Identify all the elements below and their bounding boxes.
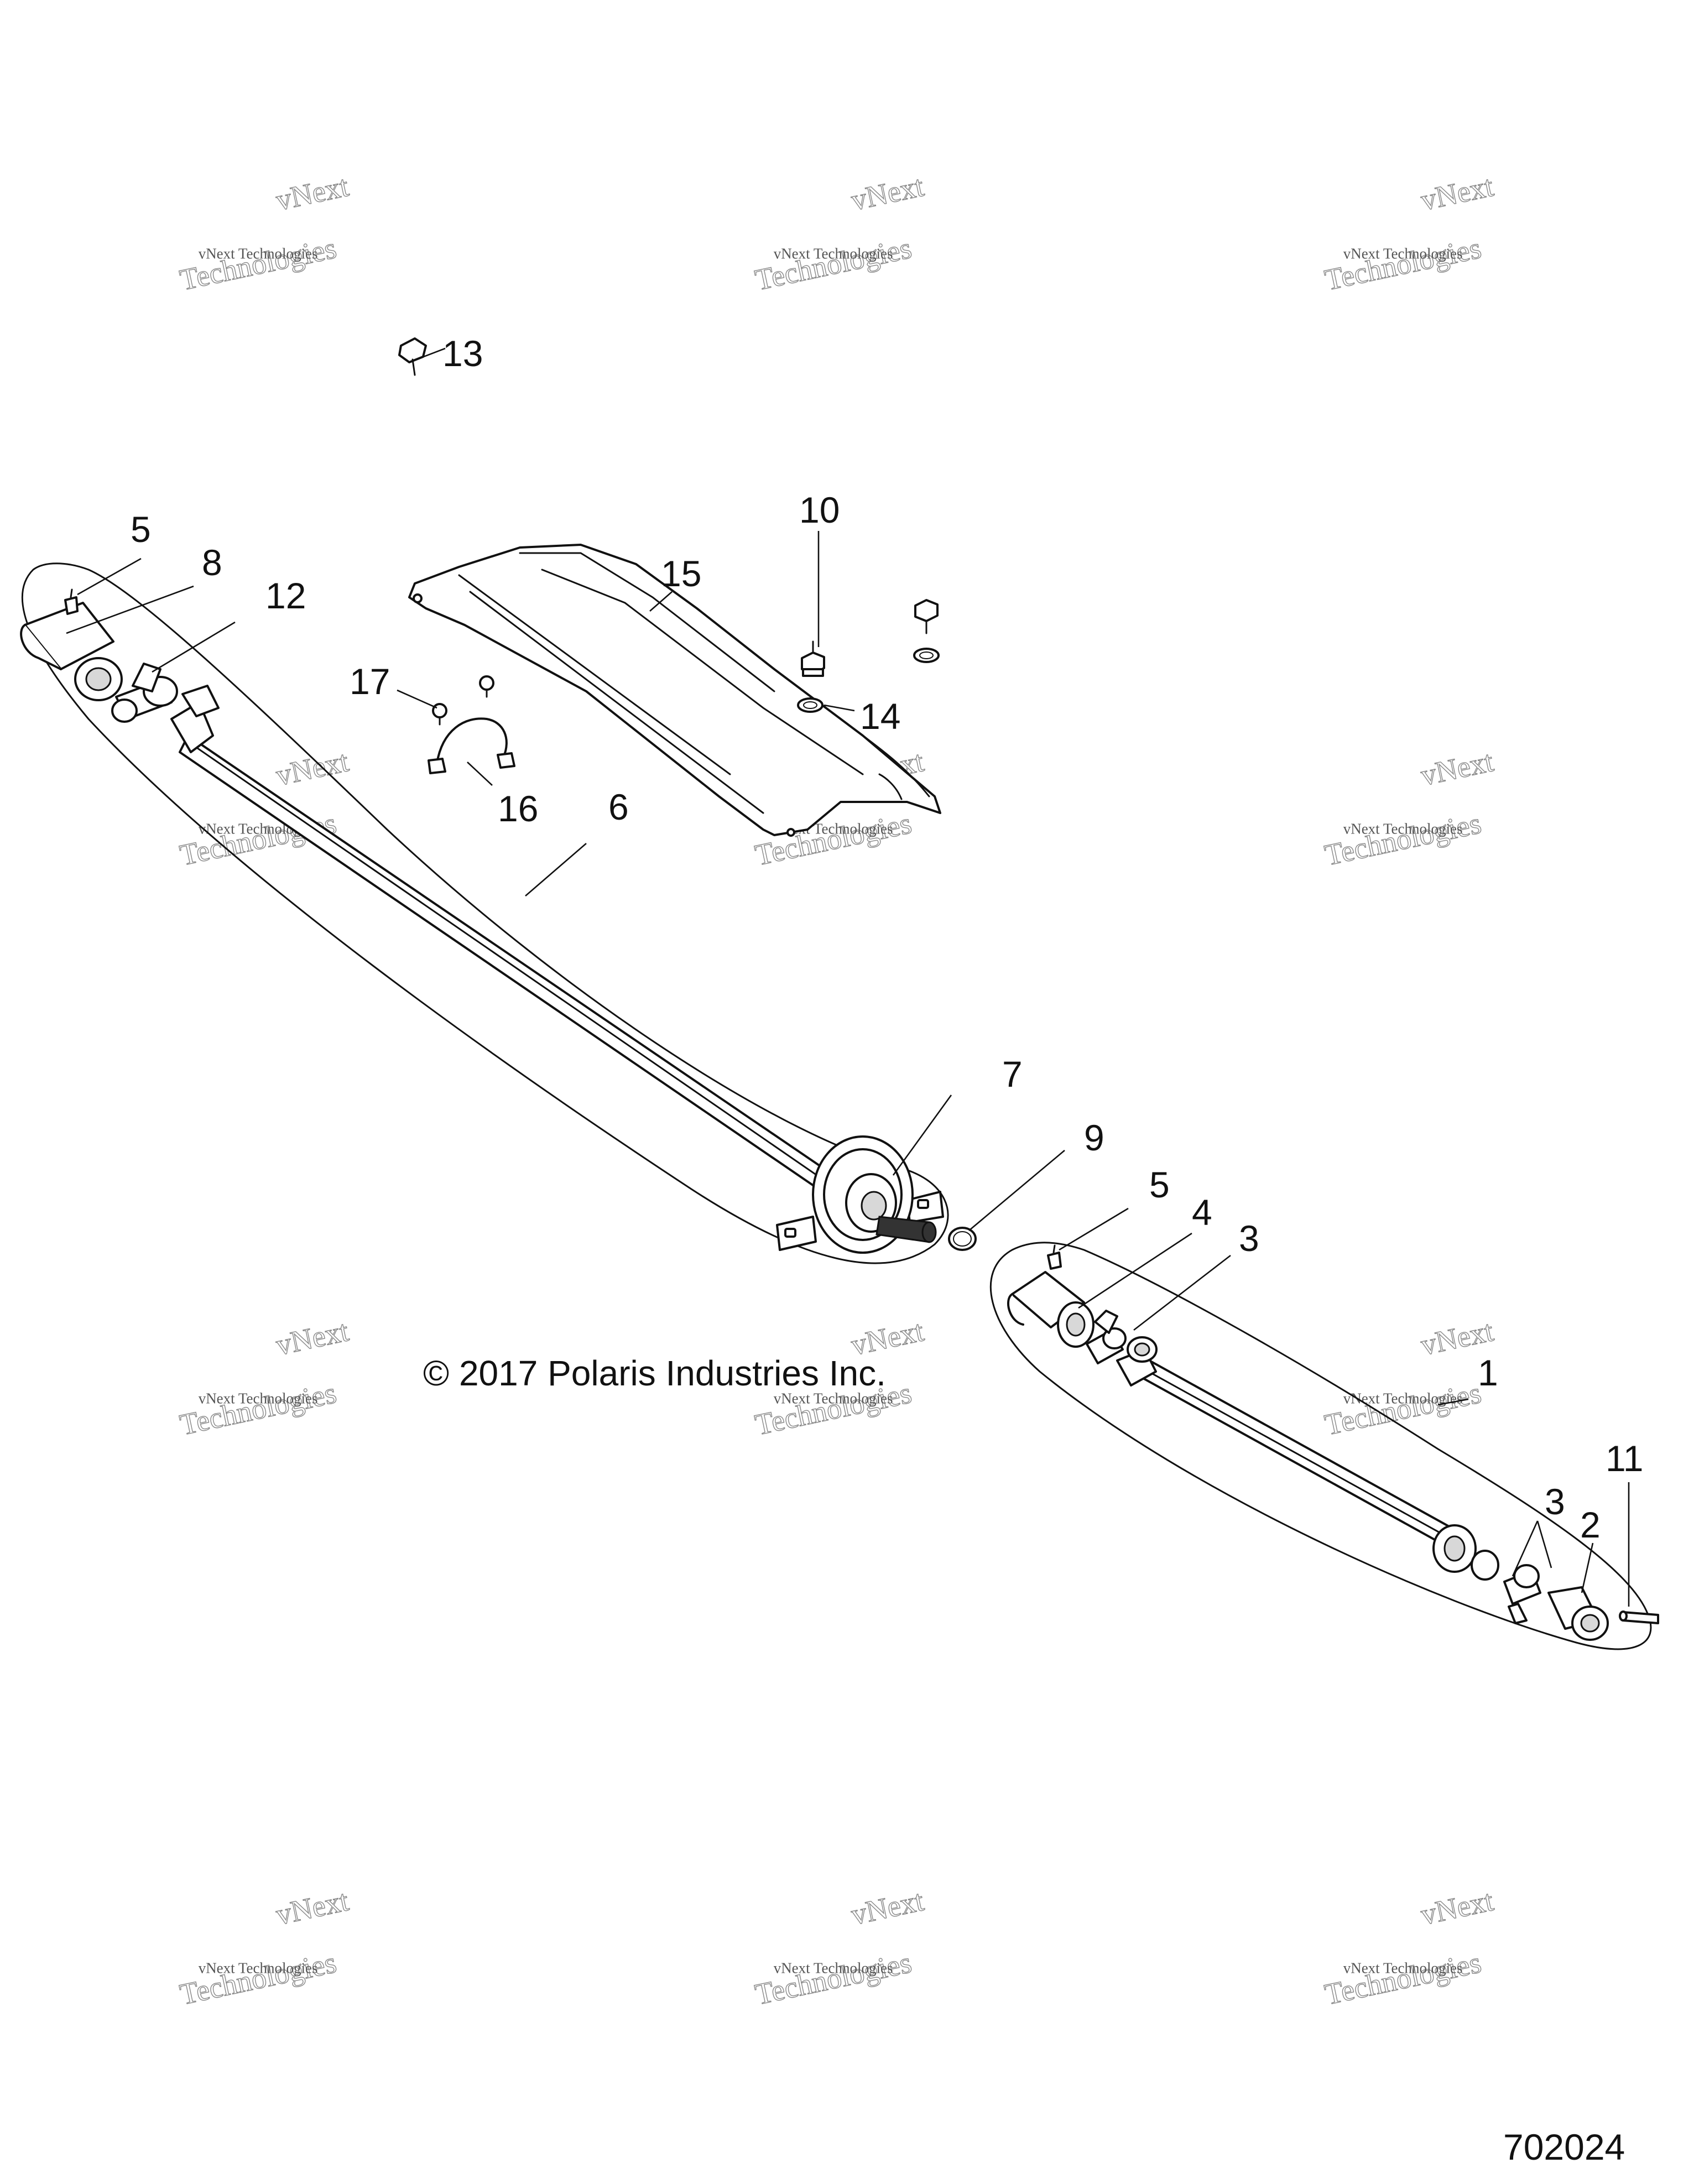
- roll-pin: [1619, 1610, 1659, 1624]
- watermark-technologies: Technologies: [1322, 806, 1484, 872]
- callout-10: 10: [799, 489, 840, 530]
- callout-14: 14: [860, 696, 900, 737]
- bolt-10-b: [914, 599, 939, 634]
- watermark-technologies: Technologies: [1322, 1946, 1484, 2011]
- clamp-16: [428, 717, 515, 774]
- watermark-vnext: vNext: [848, 1884, 927, 1931]
- snap-ring: [948, 1227, 977, 1251]
- screw-17-b: [479, 675, 494, 698]
- watermark-vnext-technologies: vNext Technologies: [1343, 821, 1463, 837]
- watermark-technologies: Technologies: [177, 231, 339, 296]
- callout-2: 2: [1580, 1504, 1601, 1545]
- callout-9: 9: [1084, 1117, 1104, 1158]
- watermark-vnext: vNext: [273, 1884, 352, 1931]
- watermark-vnext-technologies: vNext Technologies: [199, 246, 318, 262]
- watermark-vnext-technologies: vNext Technologies: [774, 1960, 893, 1977]
- watermark-vnext-technologies: vNext Technologies: [774, 1390, 893, 1407]
- rear-slip-yoke: [1007, 1271, 1095, 1348]
- bolt-10: [801, 640, 825, 677]
- rear-shaft-yoke-front: [1116, 1336, 1158, 1386]
- center-bearing: [776, 1135, 944, 1254]
- watermark-vnext: vNext: [1418, 169, 1497, 217]
- washer-14: [797, 697, 824, 713]
- callout-4: 4: [1192, 1192, 1212, 1233]
- callout-16: 16: [498, 788, 538, 829]
- watermark-vnext-technologies: vNext Technologies: [774, 246, 893, 262]
- watermark-technologies: Technologies: [1322, 231, 1484, 296]
- callout-15: 15: [661, 553, 701, 594]
- watermark-technologies: Technologies: [752, 1946, 914, 2011]
- watermark-vnext-technologies: vNext Technologies: [1343, 246, 1463, 262]
- watermark-vnext-technologies: vNext Technologies: [199, 1390, 318, 1407]
- u-joint-cross-rear-2: [1503, 1564, 1541, 1624]
- grease-fitting-rear: [1047, 1244, 1062, 1270]
- callout-13: 13: [442, 333, 483, 374]
- slip-yoke: [20, 602, 123, 701]
- callout-8: 8: [202, 542, 222, 583]
- rear-prop-shaft: [1130, 1354, 1450, 1544]
- grease-fitting-top: [64, 588, 79, 615]
- assembly-outline-rear-shaft: [989, 1242, 1652, 1650]
- callout-11: 11: [1606, 1438, 1644, 1479]
- splined-stub-shaft: [875, 1216, 937, 1243]
- callout-7: 7: [1002, 1054, 1023, 1094]
- watermark-vnext: vNext: [273, 169, 352, 217]
- callout-labels: 13 10 15 14 17 16 5 8 12 6 7 9 5 4 3 1 1…: [131, 333, 1644, 1545]
- callout-12: 12: [265, 575, 306, 616]
- watermark-vnext: vNext: [848, 169, 927, 217]
- watermark-technologies: Technologies: [752, 231, 914, 296]
- end-yoke: [1547, 1586, 1609, 1641]
- callout-3-lower: 3: [1545, 1481, 1565, 1522]
- watermark-technologies: Technologies: [177, 1376, 339, 1441]
- assembly-outline-front-shaft: [21, 562, 949, 1264]
- u-joint-cross-front: [111, 663, 178, 723]
- copyright-notice: © 2017 Polaris Industries Inc.: [423, 1353, 886, 1393]
- watermark-technologies: Technologies: [177, 1946, 339, 2011]
- watermark-vnext: vNext: [1418, 1884, 1497, 1931]
- front-shaft-yoke: [170, 685, 220, 753]
- callout-6: 6: [608, 786, 629, 827]
- u-joint-cross-rear-1: [1086, 1310, 1127, 1364]
- rear-shaft-yoke-end: [1432, 1524, 1499, 1581]
- callout-1: 1: [1478, 1352, 1498, 1393]
- shaft-guard: [408, 544, 941, 837]
- callout-3-upper: 3: [1239, 1218, 1259, 1259]
- watermark-vnext-technologies: vNext Technologies: [1343, 1960, 1463, 1977]
- watermark-vnext-technologies: vNext Technologies: [199, 1960, 318, 1977]
- callout-5-rear: 5: [1149, 1164, 1170, 1205]
- watermark-vnext: vNext: [273, 1314, 352, 1362]
- figure-number: 702024: [1503, 2126, 1625, 2167]
- washer-14-b: [913, 648, 940, 663]
- callout-5-top: 5: [131, 509, 151, 550]
- leader-lines: [66, 347, 1630, 1607]
- watermark-technologies: Technologies: [1322, 1376, 1484, 1441]
- watermark-vnext: vNext: [1418, 744, 1497, 792]
- callout-17: 17: [350, 661, 390, 702]
